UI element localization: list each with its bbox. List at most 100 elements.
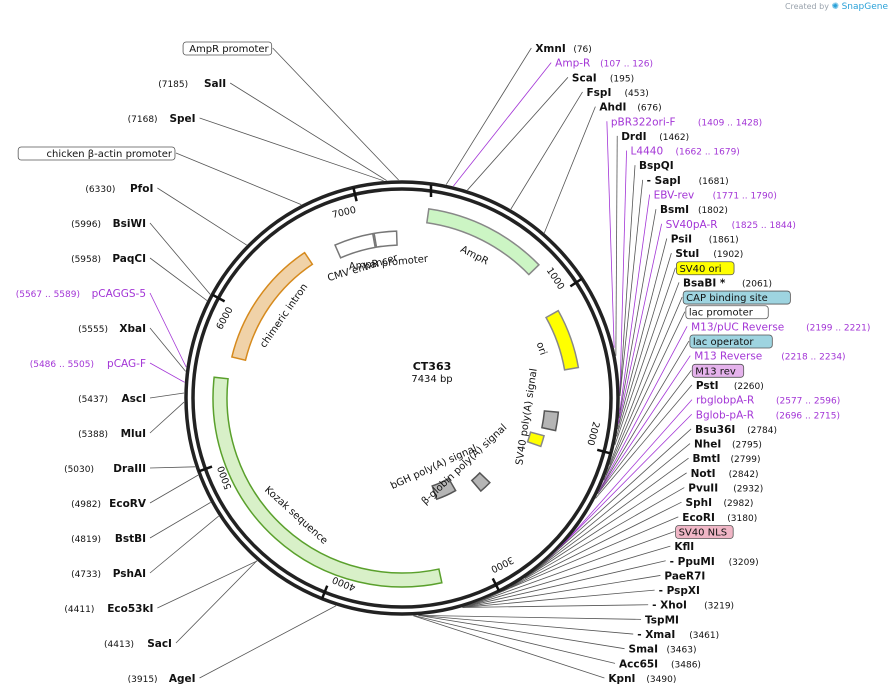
feature-ampr-promoter[interactable] — [373, 230, 398, 249]
site-pvuii[interactable]: PvuII(2932) — [688, 483, 763, 495]
site-pshai[interactable]: PshAI(4733) — [71, 568, 146, 580]
site-bspqi[interactable]: BspQI — [639, 160, 674, 172]
site-spei[interactable]: SpeI(7168) — [128, 113, 196, 125]
leader-line — [418, 614, 634, 635]
site-sapi[interactable]: - SapI(1681) — [647, 175, 729, 187]
site-box — [691, 363, 745, 378]
site-tspmi[interactable]: TspMI — [645, 614, 679, 626]
site-pspxi[interactable]: - PspXI — [659, 585, 700, 597]
feature-bgh-poly-a-signal[interactable] — [431, 477, 457, 501]
tick-1000 — [569, 277, 583, 288]
site-name: EBV-rev — [654, 190, 695, 202]
site-sv40-nls[interactable]: SV40 NLS — [675, 525, 734, 539]
site-lac-promoter[interactable]: lac promoter — [685, 305, 769, 320]
site-pcag-f[interactable]: pCAG-F(5486 .. 5505) — [30, 358, 146, 370]
feature-chimeric-intron[interactable] — [230, 251, 314, 362]
site-bsiwi[interactable]: BsiWI(5996) — [71, 218, 146, 230]
site-xhoi[interactable]: - XhoI(3219) — [652, 600, 734, 612]
site-sv40pa-r[interactable]: SV40pA-R(1825 .. 1844) — [666, 219, 796, 231]
site-agei[interactable]: AgeI(3915) — [128, 673, 196, 685]
site-asci[interactable]: AscI(5437) — [78, 393, 146, 405]
site-name: - PpuMI — [670, 556, 715, 568]
site-bmti[interactable]: BmtI(2799) — [693, 453, 761, 465]
site-fspi[interactable]: FspI(453) — [587, 87, 649, 99]
site-sv40-ori[interactable]: SV40 ori — [676, 261, 735, 276]
site-m13-puc-reverse[interactable]: M13/pUC Reverse(2199 .. 2221) — [691, 321, 870, 333]
site-kpni[interactable]: KpnI(3490) — [608, 673, 676, 685]
site-ahdi[interactable]: AhdI(676) — [599, 102, 661, 114]
site-xmai[interactable]: - XmaI(3461) — [637, 629, 719, 641]
site-kfli[interactable]: KflI — [674, 541, 694, 553]
site-smai[interactable]: SmaI(3463) — [629, 644, 697, 656]
site-stui[interactable]: StuI(1902) — [675, 248, 743, 260]
site-sphi[interactable]: SphI(2982) — [686, 497, 754, 509]
site-rbglobpa-r[interactable]: rbglobpA-R(2577 .. 2596) — [696, 395, 840, 407]
site-position: (2061) — [742, 279, 772, 289]
site-chicken-actin-promoter[interactable]: chicken β-actin promoter — [17, 146, 176, 161]
site-name: KpnI — [608, 673, 635, 685]
site-xmni[interactable]: XmnI(76) — [535, 43, 591, 55]
leader-line — [531, 457, 689, 574]
leader-line — [149, 327, 186, 372]
site-position: (3180) — [727, 514, 757, 524]
site-xbai[interactable]: XbaI(5555) — [78, 323, 146, 335]
leader-line — [453, 62, 552, 187]
site-draiii[interactable]: DraIII(5030) — [64, 463, 146, 475]
site-amp-r[interactable]: Amp-R(107 .. 126) — [555, 58, 653, 70]
feature-globin-poly-a-signal[interactable] — [470, 471, 491, 493]
site-cap-binding-site[interactable]: CAP binding site — [682, 290, 791, 305]
site-bsabi[interactable]: BsaBI *(2061) — [683, 277, 772, 289]
site-psii[interactable]: PsiI(1861) — [671, 233, 739, 245]
leader-line — [445, 47, 532, 185]
site-position: (5388) — [78, 430, 108, 440]
site-name: ScaI — [572, 72, 597, 84]
site-mlui[interactable]: MluI(5388) — [78, 428, 146, 440]
site-lac-operator[interactable]: lac operator — [689, 334, 773, 349]
leader-line — [465, 531, 675, 607]
site-scai[interactable]: ScaI(195) — [572, 72, 634, 84]
feature-cmv-enhancer[interactable] — [334, 232, 377, 259]
site-eco53ki[interactable]: Eco53kI(4411) — [64, 603, 153, 615]
site-psti[interactable]: PstI(2260) — [696, 380, 764, 392]
site-pfoi[interactable]: PfoI(6330) — [85, 183, 153, 195]
site-bglob-pa-r[interactable]: Bglob-pA-R(2696 .. 2715) — [696, 409, 840, 421]
site-ampr-promoter[interactable]: AmpR promoter — [182, 41, 273, 56]
site-saci[interactable]: SacI(4413) — [104, 638, 172, 650]
site-paqci[interactable]: PaqCI(5958) — [71, 253, 146, 265]
feature-yellow-block[interactable] — [526, 431, 545, 448]
site-ppumi[interactable]: - PpuMI(3209) — [670, 556, 759, 568]
site-pcaggs-5[interactable]: pCAGGS-5(5567 .. 5589) — [16, 288, 146, 300]
site-position: (7168) — [128, 115, 158, 125]
site-sali[interactable]: SalI(7185) — [158, 78, 226, 90]
site-box — [689, 334, 773, 349]
site-paer7i[interactable]: PaeR7I — [664, 570, 705, 582]
feature-kozak-sequence[interactable] — [212, 376, 443, 588]
site-position: (1662 .. 1679) — [676, 148, 740, 158]
feature-ori[interactable] — [545, 309, 580, 371]
site-position: (3219) — [704, 602, 734, 612]
site-bsmi[interactable]: BsmI(1802) — [660, 204, 728, 216]
site-bsu36i[interactable]: Bsu36I(2784) — [695, 424, 777, 436]
site-bstbi[interactable]: BstBI(4819) — [71, 533, 146, 545]
feature-ampr[interactable] — [425, 208, 540, 276]
site-pbr322ori-f[interactable]: pBR322ori-F(1409 .. 1428) — [611, 116, 762, 128]
site-m13-rev[interactable]: M13 rev — [691, 363, 745, 378]
site-m13-reverse[interactable]: M13 Reverse(2218 .. 2234) — [694, 351, 845, 363]
site-ecorv[interactable]: EcoRV(4982) — [71, 498, 147, 510]
site-acc65i[interactable]: Acc65I(3486) — [619, 658, 701, 670]
site-noti[interactable]: NotI(2842) — [691, 468, 759, 480]
site-name: SmaI — [629, 644, 659, 656]
site-ebv-rev[interactable]: EBV-rev(1771 .. 1790) — [654, 190, 777, 202]
feature-sv40-poly-a-signal[interactable] — [541, 410, 560, 432]
site-drdi[interactable]: DrdI(1462) — [621, 131, 689, 143]
site-name: PsiI — [671, 233, 692, 245]
site-name: FspI — [587, 87, 612, 99]
site-nhei[interactable]: NheI(2795) — [694, 439, 762, 451]
leader-line — [616, 253, 672, 437]
site-ecori[interactable]: EcoRI(3180) — [682, 512, 757, 524]
site-name: DraIII — [113, 463, 146, 475]
site-position: (5996) — [71, 220, 101, 230]
leader-line — [605, 296, 683, 476]
site-l4440[interactable]: L4440(1662 .. 1679) — [631, 146, 740, 158]
backbone-outer-ring — [184, 180, 620, 616]
